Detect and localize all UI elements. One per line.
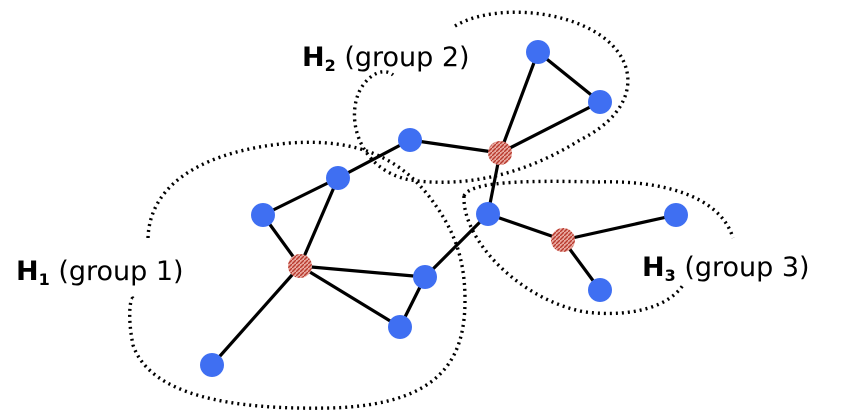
hub-nodes xyxy=(288,141,575,278)
edge xyxy=(298,176,340,268)
member-node xyxy=(526,40,550,64)
group-2-text: (group 2) xyxy=(344,42,470,73)
edge xyxy=(498,50,540,155)
member-nodes xyxy=(200,40,688,377)
member-node xyxy=(326,166,350,190)
member-node xyxy=(588,90,612,114)
member-node xyxy=(251,203,275,227)
group-1-index: 1 xyxy=(38,270,50,289)
hub-node xyxy=(288,254,312,278)
group-2-letter: H xyxy=(302,42,325,73)
group-3-label: H3 (group 3) xyxy=(642,254,810,284)
hub-node xyxy=(551,228,575,252)
group-1-text: (group 1) xyxy=(58,256,184,287)
hub-node xyxy=(488,141,512,165)
member-node xyxy=(588,278,612,302)
edge xyxy=(261,176,340,217)
edge xyxy=(298,264,427,279)
edge xyxy=(298,264,402,329)
member-node xyxy=(476,202,500,226)
member-node xyxy=(200,353,224,377)
edge xyxy=(408,138,502,155)
group-2-outline xyxy=(352,10,630,184)
edge xyxy=(486,212,565,242)
member-node xyxy=(413,265,437,289)
group-2-index: 2 xyxy=(324,56,336,75)
edge xyxy=(210,264,302,367)
edge xyxy=(336,138,412,180)
group-1-label: H1 (group 1) xyxy=(16,258,184,288)
edge xyxy=(561,213,678,242)
member-node xyxy=(388,315,412,339)
group-3-outline xyxy=(462,179,735,316)
group-3-text: (group 3) xyxy=(684,252,810,283)
edge xyxy=(498,100,602,155)
edge xyxy=(536,50,602,104)
group-3-index: 3 xyxy=(664,266,676,285)
edge xyxy=(423,212,490,279)
group-3-letter: H xyxy=(642,252,665,283)
group-1-letter: H xyxy=(16,256,39,287)
group-2-label: H2 (group 2) xyxy=(302,44,470,74)
member-node xyxy=(664,203,688,227)
member-node xyxy=(398,128,422,152)
